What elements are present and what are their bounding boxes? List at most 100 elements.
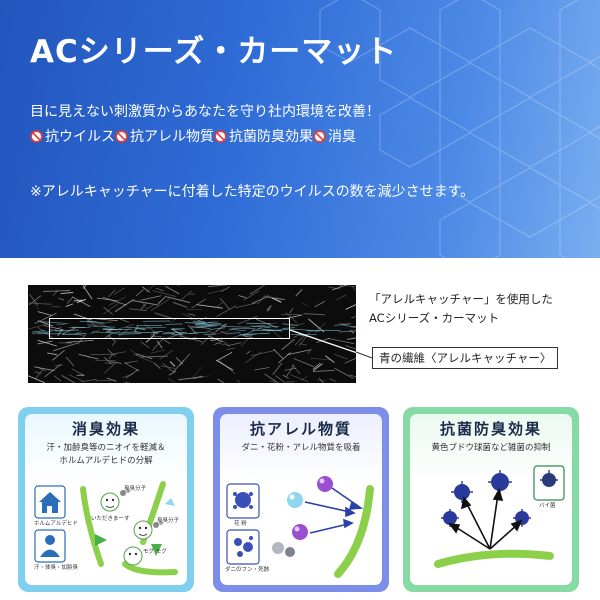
fiber-texture bbox=[28, 285, 356, 383]
blue-fiber bbox=[113, 331, 138, 334]
fiber-hair bbox=[28, 323, 49, 330]
fiber-hair bbox=[266, 305, 272, 311]
fiber-hair bbox=[111, 340, 117, 346]
card-description: 黄色ブドウ球菌など雑菌の抑制 bbox=[414, 442, 568, 455]
fiber-hair bbox=[162, 363, 174, 373]
fiber-hair bbox=[271, 297, 282, 303]
fiber-hair bbox=[294, 335, 304, 346]
fiber-hair bbox=[106, 377, 117, 382]
blue-fiber bbox=[282, 327, 295, 329]
fiber-hair bbox=[68, 374, 83, 382]
fiber-hair bbox=[196, 304, 223, 309]
fiber-hair bbox=[167, 378, 176, 383]
blue-fiber bbox=[170, 328, 183, 331]
fiber-hair bbox=[344, 285, 356, 287]
fiber-hair bbox=[324, 355, 335, 363]
fiber-hair bbox=[226, 347, 235, 350]
footnote-text: ※アレルキャッチャーに付着した特定のウイルスの数を減少させます。 bbox=[30, 184, 475, 200]
fiber-hair bbox=[165, 285, 180, 295]
arrow-icon bbox=[95, 534, 162, 556]
fiber-hair bbox=[141, 295, 162, 301]
fiber-hair bbox=[65, 356, 75, 367]
fiber-hair bbox=[275, 375, 286, 383]
fiber-hair bbox=[66, 296, 74, 304]
blue-fiber bbox=[282, 323, 299, 326]
card-antiallergen: 抗アレル物質 ダニ・花粉・アレル物質を吸着 bbox=[213, 407, 389, 592]
fiber-hair bbox=[197, 317, 207, 322]
fiber-hair bbox=[235, 302, 258, 309]
blue-fiber bbox=[152, 330, 164, 333]
fiber-hair bbox=[135, 353, 153, 360]
blue-fiber bbox=[80, 320, 105, 324]
desc-line-1: 黄色ブドウ球菌など雑菌の抑制 bbox=[431, 443, 551, 453]
fiber-hair bbox=[207, 330, 216, 335]
prohibit-icon bbox=[30, 129, 43, 143]
molecule-label: 臭臭分子 bbox=[157, 518, 180, 524]
fiber-hair bbox=[145, 285, 155, 293]
desc-line-1: ダニ・花粉・アレル物質を吸着 bbox=[241, 443, 361, 453]
fiber-hair bbox=[269, 380, 280, 383]
fiber-hair bbox=[220, 330, 228, 335]
card-title: 消臭効果 bbox=[71, 420, 140, 438]
fiber-hair bbox=[264, 296, 285, 301]
antibacterial-illustration bbox=[434, 465, 565, 568]
fiber-hair bbox=[193, 375, 202, 380]
fiber-hair bbox=[75, 330, 83, 334]
page-title: ACシリーズ・カーマット bbox=[30, 34, 398, 70]
fiber-hair bbox=[312, 362, 321, 370]
fiber-hair bbox=[140, 355, 168, 358]
fiber-hair bbox=[150, 349, 165, 354]
blue-fiber bbox=[62, 333, 87, 335]
fiber-hair bbox=[28, 302, 52, 305]
usage-line-2: ACシリーズ・カーマット bbox=[369, 311, 500, 325]
blue-fiber bbox=[351, 326, 356, 328]
fiber-hair bbox=[278, 352, 291, 364]
fiber-hair bbox=[107, 334, 116, 342]
fiber-hair bbox=[208, 285, 229, 288]
fiber-hair bbox=[124, 360, 139, 364]
fiber-hair bbox=[345, 304, 356, 310]
fiber-hair bbox=[118, 327, 131, 337]
catcher-character bbox=[100, 492, 153, 566]
blue-fiber bbox=[68, 333, 84, 336]
feature-deodorant: 消臭 bbox=[313, 126, 356, 146]
fiber-hair bbox=[220, 286, 230, 292]
feature-label: 抗菌防臭効果 bbox=[229, 129, 313, 145]
fiber-hair bbox=[65, 303, 74, 308]
fiber-hair bbox=[114, 299, 135, 312]
fiber-hair bbox=[103, 303, 119, 315]
fiber-hair bbox=[77, 333, 87, 345]
fiber-hair bbox=[207, 288, 227, 295]
fiber-hair bbox=[96, 318, 118, 322]
fiber-hair bbox=[34, 369, 43, 380]
fiber-hair bbox=[124, 381, 130, 383]
card-body: 消臭効果 汗・加齢臭等のニオイを軽減＆ ホルムアルデヒドの分解 bbox=[25, 414, 187, 585]
fiber-hair bbox=[169, 361, 176, 367]
fiber-hair bbox=[243, 290, 259, 301]
feature-antiallergen: 抗アレル物質 bbox=[115, 126, 214, 146]
house-icon bbox=[34, 485, 66, 519]
fiber-hair bbox=[84, 354, 90, 358]
fiber-hair bbox=[61, 374, 76, 383]
feature-antivirus: 抗ウイルス bbox=[30, 126, 115, 146]
blue-fiber bbox=[117, 333, 142, 335]
blue-fiber bbox=[333, 323, 352, 326]
fiber-hair bbox=[190, 325, 215, 329]
fiber-hair bbox=[55, 364, 63, 367]
highlight-box bbox=[49, 318, 290, 339]
deodorant-illustration bbox=[34, 481, 178, 576]
fiber-hair bbox=[251, 295, 269, 304]
blue-fiber bbox=[196, 324, 219, 328]
fiber-hair bbox=[94, 379, 115, 382]
blue-fiber bbox=[228, 328, 246, 332]
blue-fiber bbox=[72, 326, 85, 329]
fiber-hair bbox=[191, 298, 206, 309]
fiber-hair bbox=[217, 352, 233, 361]
fiber-hair bbox=[274, 297, 286, 300]
fiber-hair bbox=[246, 350, 251, 355]
fiber-hair bbox=[135, 289, 144, 297]
prohibit-icon bbox=[214, 129, 227, 143]
blue-fiber bbox=[223, 326, 250, 328]
fiber-hair bbox=[345, 345, 356, 350]
house-label: ホルムアルデヒド bbox=[34, 521, 78, 527]
